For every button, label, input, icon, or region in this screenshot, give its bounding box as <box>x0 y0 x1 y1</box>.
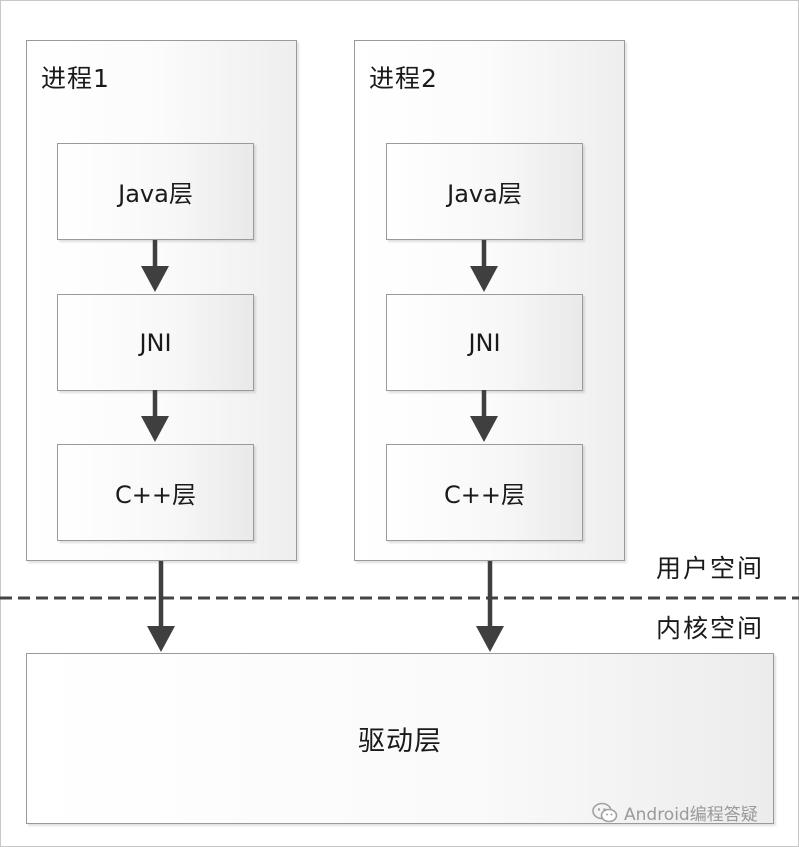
driver-layer: 驱动层 <box>26 653 774 824</box>
watermark: Android编程答疑 <box>592 800 758 825</box>
arrowhead-p2-java-to-jni <box>470 266 498 292</box>
arrowhead-p2-to-driver <box>476 626 504 652</box>
process-1-java-layer: Java层 <box>57 143 254 240</box>
kernel-space-label: 内核空间 <box>656 614 765 643</box>
user-space-label: 用户空间 <box>656 554 765 583</box>
process-1-jni-layer: JNI <box>57 294 254 391</box>
process-2-java-layer: Java层 <box>386 143 583 240</box>
arrowhead-p1-to-driver <box>147 626 175 652</box>
wechat-icon <box>592 802 618 822</box>
process-2-title: 进程2 <box>369 64 438 93</box>
arrowhead-p1-jni-to-cpp <box>141 416 169 442</box>
process-1-box: 进程1 Java层 JNI C++层 <box>26 40 297 561</box>
process-2-jni-layer: JNI <box>386 294 583 391</box>
process-2-cpp-layer: C++层 <box>386 444 583 541</box>
watermark-text: Android编程答疑 <box>624 805 758 825</box>
process-1-title: 进程1 <box>41 64 110 93</box>
arrowhead-p1-java-to-jni <box>141 266 169 292</box>
process-1-cpp-layer: C++层 <box>57 444 254 541</box>
arrowhead-p2-jni-to-cpp <box>470 416 498 442</box>
process-2-box: 进程2 Java层 JNI C++层 <box>354 40 625 561</box>
